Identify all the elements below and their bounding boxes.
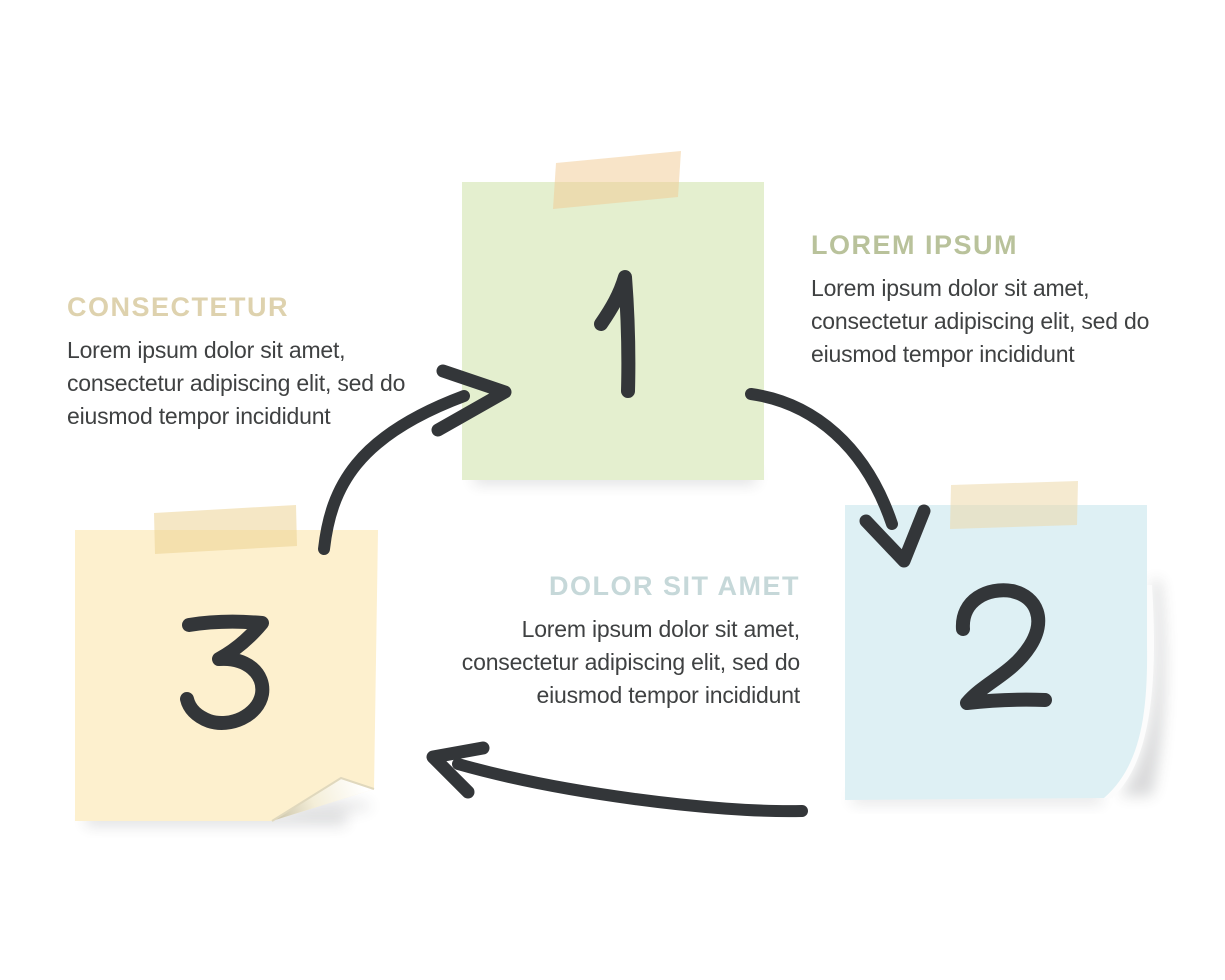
step-2-description: Lorem ipsum dolor sit amet, consectetur … [430, 613, 800, 712]
arrow-2-to-3-stem [452, 758, 808, 818]
arrow-3-to-1-head [431, 364, 512, 437]
step-2-text-block: DOLOR SIT AMET Lorem ipsum dolor sit ame… [430, 572, 800, 712]
arrow-1-to-2-stem [745, 388, 898, 530]
tape-icon [154, 505, 297, 554]
note-2-curl-highlight [1100, 585, 1154, 798]
step-3-description-line: Lorem ipsum dolor sit amet, [67, 337, 346, 364]
number-3-glyph [180, 614, 270, 730]
step-2-description-line: Lorem ipsum dolor sit amet, [521, 616, 801, 643]
step-1-description-line: Lorem ipsum dolor sit amet, [811, 275, 1090, 302]
step-1-title: LOREM IPSUM [811, 230, 1019, 260]
number-1-glyph [594, 270, 636, 398]
note-2-paper [845, 505, 1148, 800]
sticky-note-2 [845, 481, 1165, 804]
note-3-fold-crease [271, 776, 375, 822]
step-1-description-line: eiusmod tempor incididunt [811, 341, 1075, 368]
arrow-1-to-2-head [859, 504, 931, 568]
step-3-text-block: CONSECTETUR Lorem ipsum dolor sit amet, … [67, 293, 427, 433]
sticky-note-1 [462, 151, 764, 484]
note-3-paper [75, 530, 378, 821]
arrow-2-to-3-head [426, 741, 490, 799]
step-3-description-line: consectetur adipiscing elit, sed do [67, 370, 406, 397]
step-2-description-line: consectetur adipiscing elit, sed do [461, 649, 800, 676]
step-3-description: Lorem ipsum dolor sit amet, consectetur … [67, 334, 427, 433]
flow-arrows [318, 364, 931, 818]
step-3-title: CONSECTETUR [67, 292, 290, 322]
step-3-description-line: eiusmod tempor incididunt [67, 403, 331, 430]
arrow-3-to-1-stem [318, 390, 470, 555]
note-3-folded-corner [272, 778, 374, 821]
step-1-description-line: consectetur adipiscing elit, sed do [811, 308, 1150, 335]
step-2-description-line: eiusmod tempor incididunt [536, 682, 801, 709]
tape-icon [553, 151, 681, 209]
number-2-glyph [955, 583, 1052, 710]
note-2-side-shadow [1120, 580, 1165, 796]
tape-icon [950, 481, 1078, 529]
step-1-description: Lorem ipsum dolor sit amet, consectetur … [811, 272, 1171, 371]
step-2-title: DOLOR SIT AMET [549, 571, 800, 601]
note-1-paper [462, 182, 764, 480]
step-1-text-block: LOREM IPSUM Lorem ipsum dolor sit amet, … [811, 231, 1171, 371]
sticky-note-3 [75, 505, 378, 826]
